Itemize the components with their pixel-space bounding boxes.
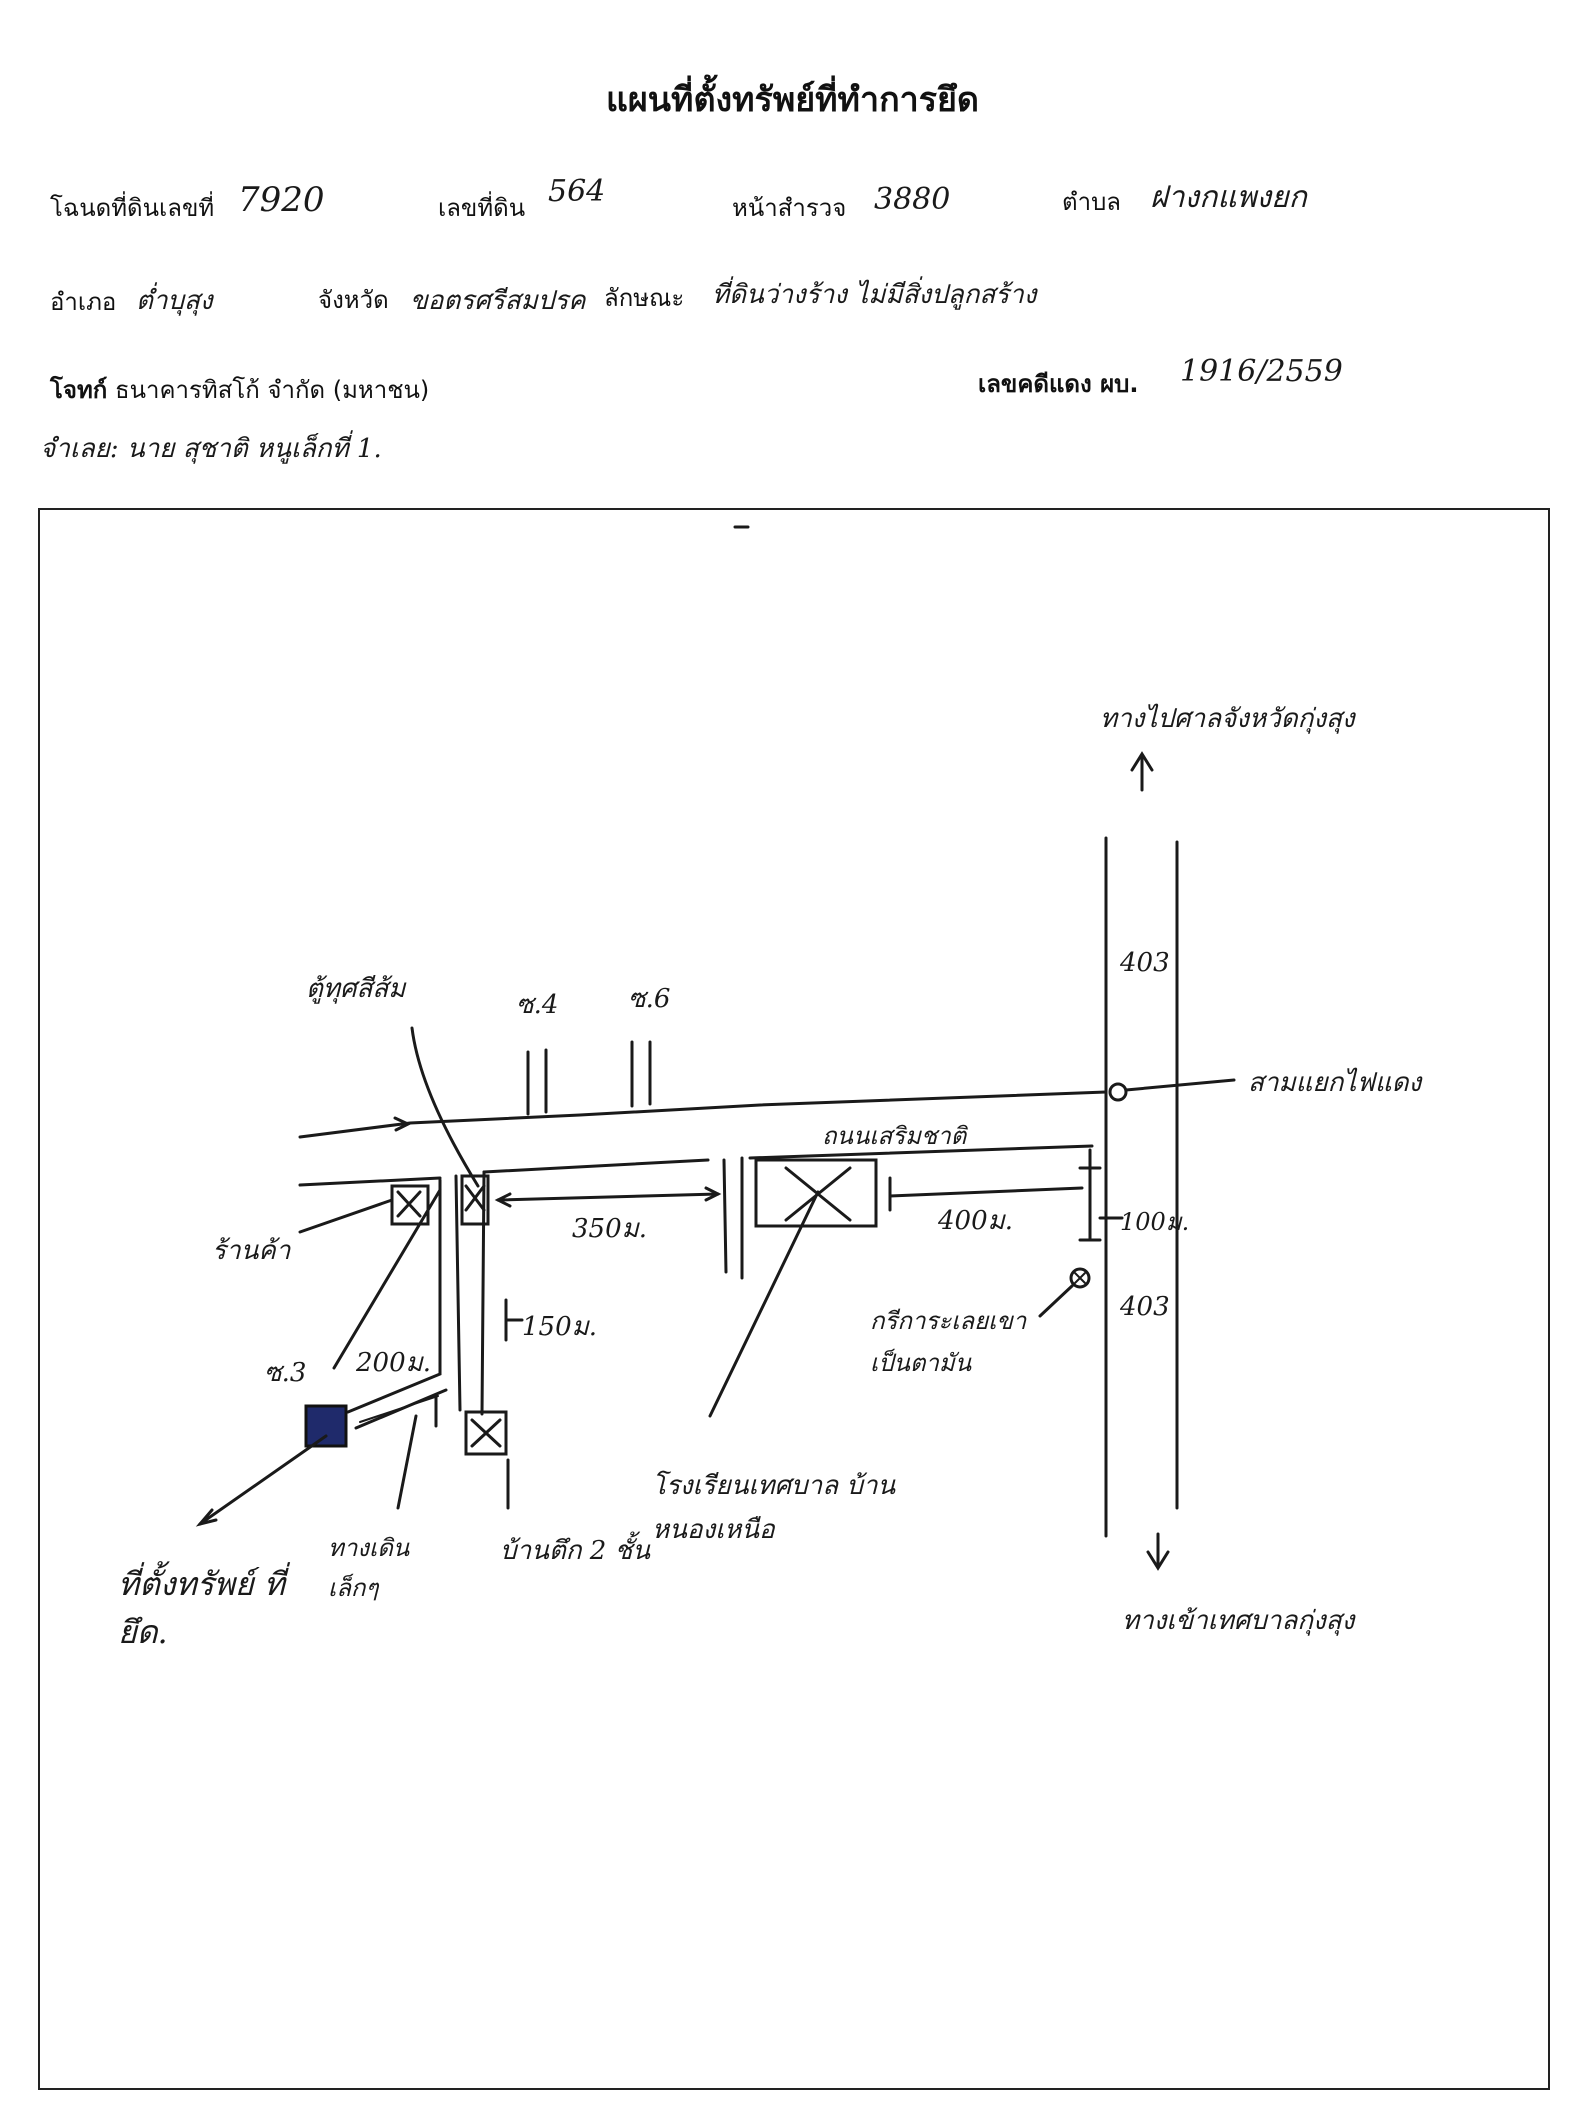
main-road-bottom-right bbox=[748, 1144, 1094, 1160]
small-path-dash bbox=[359, 1395, 439, 1423]
land-number: 564 bbox=[548, 174, 606, 209]
plaintiff-line: โจทก์ ธนาคารทิสโก้ จำกัด (มหาชน) bbox=[50, 370, 429, 409]
bank-leader bbox=[1038, 1284, 1074, 1318]
label-dist-150: 150ม. bbox=[522, 1312, 598, 1342]
soi3-upper bbox=[346, 1178, 442, 1414]
main-road-arrow bbox=[393, 1116, 412, 1132]
province-label: จังหวัด bbox=[318, 286, 389, 314]
soi3-leader bbox=[332, 1188, 442, 1370]
label-dist-100: 100ม. bbox=[1120, 1208, 1190, 1236]
label-dist-350: 350ม. bbox=[572, 1214, 648, 1244]
label-seized-property: ที่ตั้งทรัพย์ ที่ยึด. bbox=[118, 1565, 285, 1651]
phone-booth-cross bbox=[464, 1184, 486, 1212]
plaintiff-label: โจทก์ bbox=[50, 376, 108, 404]
shop-building bbox=[390, 1184, 430, 1226]
label-to-north: ทางไปศาลจังหวัดกุ่งสุง bbox=[1100, 704, 1355, 734]
label-to-south: ทางเข้าเทศบาลกุ่งสุง bbox=[1122, 1606, 1355, 1636]
case-number: 1916/2559 bbox=[1180, 354, 1343, 389]
plaintiff-name: ธนาคารทิสโก้ จำกัด (มหาชน) bbox=[114, 376, 430, 404]
south-arrow-head bbox=[1146, 1550, 1170, 1571]
traffic-light-marker bbox=[1108, 1082, 1128, 1102]
subdistrict-label: ตำบล bbox=[1062, 188, 1122, 216]
school-road-left bbox=[722, 1158, 728, 1274]
character: ที่ดินว่างร้าง ไม่มีสิ่งปลูกสร้าง bbox=[712, 280, 1037, 310]
traffic-light-leader bbox=[1124, 1078, 1236, 1092]
province: ขอตรศรีสมปรค bbox=[410, 286, 586, 316]
side-road-left bbox=[454, 1174, 462, 1412]
label-403-bottom: 403 bbox=[1120, 1292, 1170, 1322]
side-road-right bbox=[480, 1170, 486, 1416]
survey-page-label: หน้าสำรวจ bbox=[732, 194, 847, 222]
label-small-path: ทางเดิน เล็กๆ bbox=[328, 1534, 410, 1602]
phone-booth-leader bbox=[410, 1026, 480, 1188]
land-number-label: เลขที่ดิน bbox=[438, 194, 526, 222]
defendant-line: จำเลย: นาย สุชาติ หนูเล็กที่ 1. bbox=[40, 434, 382, 464]
label-traffic-light: สามแยกไฟแดง bbox=[1248, 1068, 1422, 1098]
bank-marker-cross bbox=[1074, 1272, 1086, 1284]
dim-350-arrow-right bbox=[704, 1186, 722, 1202]
seized-arrow-head bbox=[195, 1508, 218, 1527]
school-leader bbox=[708, 1190, 820, 1418]
label-two-storey: บ้านตึก 2 ชั้น bbox=[500, 1536, 650, 1566]
label-krung-thai-trust: กรีการะเลยเขา เป็นตามัน bbox=[870, 1307, 1027, 1377]
school-building bbox=[754, 1158, 878, 1228]
main-road-top-edge bbox=[298, 1090, 1108, 1139]
bank-marker bbox=[1069, 1267, 1091, 1289]
dim-400-line bbox=[888, 1186, 1084, 1198]
shop-leader bbox=[298, 1198, 394, 1234]
label-school: โรงเรียนเทศบาล บ้านหนองเหนือ bbox=[652, 1471, 896, 1545]
two-storey-house bbox=[464, 1410, 508, 1456]
north-arrow-head bbox=[1130, 751, 1154, 772]
case-label: เลขคดีแดง ผบ. bbox=[978, 370, 1139, 398]
district: ต่ำบุสุง bbox=[136, 286, 213, 316]
label-shop: ร้านค้า bbox=[212, 1236, 291, 1266]
two-storey-cross bbox=[470, 1418, 502, 1448]
label-403-top: 403 bbox=[1120, 948, 1170, 978]
label-main-road: ถนนเสริมชาติ bbox=[822, 1122, 967, 1150]
main-road-bottom-left bbox=[298, 1176, 442, 1187]
deed-number: 7920 bbox=[238, 180, 325, 220]
shop-cross bbox=[396, 1190, 422, 1218]
small-path-leader bbox=[396, 1414, 418, 1510]
map-frame bbox=[38, 508, 1550, 2090]
label-soi3: ซ.3 bbox=[264, 1358, 307, 1388]
label-dist-200: 200ม. bbox=[356, 1348, 432, 1378]
subdistrict: ฝางกแพงยก bbox=[1150, 180, 1307, 215]
seized-property-marker bbox=[304, 1404, 348, 1448]
phone-booth-box bbox=[460, 1174, 490, 1226]
label-dist-400: 400ม. bbox=[938, 1206, 1014, 1236]
label-soi6: ซ.6 bbox=[628, 984, 671, 1014]
deed-label: โฉนดที่ดินเลขที่ bbox=[50, 194, 215, 222]
main-road-bottom-mid bbox=[482, 1158, 710, 1174]
character-label: ลักษณะ bbox=[604, 284, 685, 312]
label-phone-booth: ตู้ทุศสีส้ม bbox=[306, 974, 406, 1004]
survey-page: 3880 bbox=[874, 182, 951, 217]
seized-property-leader bbox=[198, 1434, 328, 1526]
dim-350-line bbox=[496, 1192, 720, 1202]
dim-350-arrow-left bbox=[494, 1192, 512, 1208]
district-label: อำเภอ bbox=[50, 288, 117, 316]
label-soi4: ซ.4 bbox=[516, 990, 559, 1020]
page-title: แผนที่ตั้งทรัพย์ที่ทำการยึด bbox=[605, 80, 980, 120]
